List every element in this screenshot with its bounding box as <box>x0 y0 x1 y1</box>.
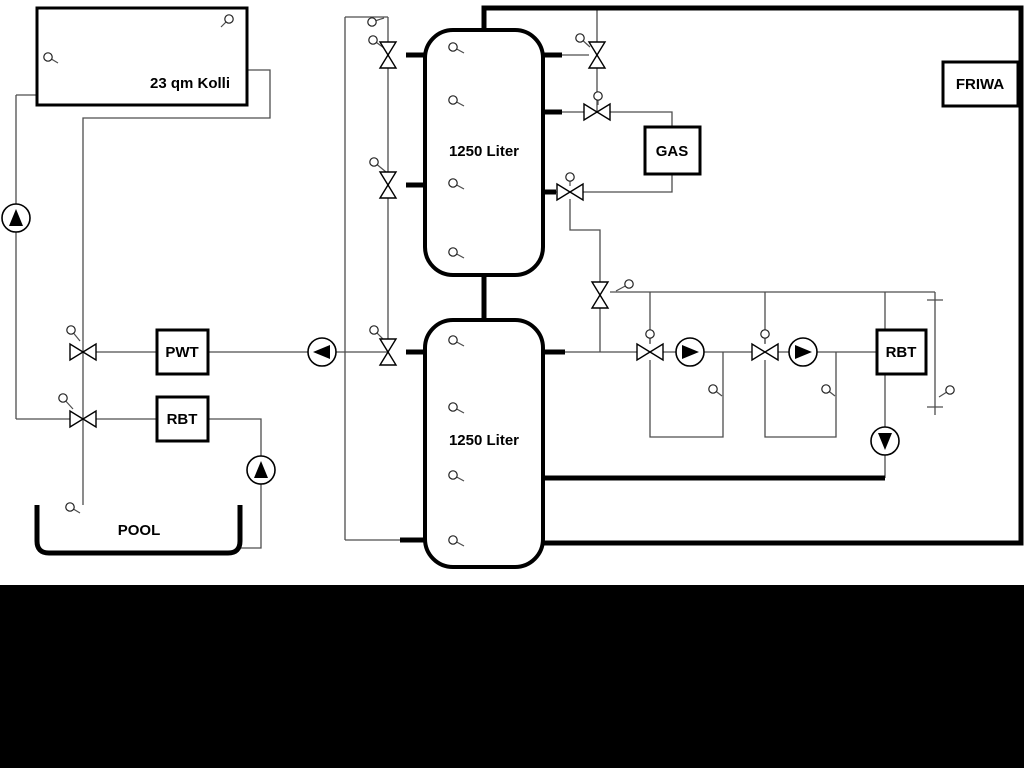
three-way-valve-icon <box>590 281 610 309</box>
sensor-icon <box>58 393 74 410</box>
sensor-icon <box>708 384 723 397</box>
three-way-valve-icon <box>69 409 97 429</box>
pump-icon <box>246 455 276 485</box>
sensor-icon <box>220 14 234 28</box>
black-band <box>0 585 1024 768</box>
sensor-icon <box>448 95 465 107</box>
sensor-icon <box>448 402 465 414</box>
tank1-label: 1250 Liter <box>449 143 519 160</box>
sensor-icon <box>369 157 387 173</box>
sensor-icon <box>448 247 465 259</box>
sensor-icon <box>760 329 770 343</box>
three-way-valve-icon <box>69 342 97 362</box>
friwa-label: FRIWA <box>956 76 1004 93</box>
rbt-right-box <box>875 328 928 376</box>
pump-icon <box>870 426 900 456</box>
sensor-icon <box>65 502 81 514</box>
sensor-icon <box>565 172 575 186</box>
collector-label: 23 qm Kolli <box>150 75 230 92</box>
tank2-label: 1250 Liter <box>449 432 519 449</box>
sensor-icon <box>448 470 465 482</box>
sensor-icon <box>593 91 603 105</box>
gas-box <box>643 125 702 176</box>
buffer-tank-1 <box>423 28 545 277</box>
sensor-icon <box>448 42 465 54</box>
pump-icon <box>1 203 31 233</box>
symbols-layer <box>1 14 955 547</box>
three-way-valve-icon <box>378 171 398 199</box>
pump-icon <box>788 337 818 367</box>
sensor-icon <box>938 385 955 398</box>
collector-box <box>35 6 249 107</box>
rbt-right-label: RBT <box>886 344 917 361</box>
three-way-valve-icon <box>378 338 398 366</box>
sensor-icon <box>615 279 634 292</box>
pool <box>34 505 243 556</box>
pipes-thick <box>400 5 1024 546</box>
three-way-valve-icon <box>587 41 607 69</box>
sensor-icon <box>448 535 465 547</box>
rbt-left-box <box>155 395 210 443</box>
pwt-label: PWT <box>165 344 198 361</box>
sensor-icon <box>575 33 591 48</box>
pwt-box <box>155 328 210 376</box>
sensor-icon <box>367 17 385 27</box>
pump-icon <box>675 337 705 367</box>
sensor-icon <box>448 335 465 347</box>
three-way-valve-icon <box>378 41 398 69</box>
sensor-icon <box>43 52 59 64</box>
sensor-icon <box>66 325 81 342</box>
gas-label: GAS <box>656 143 689 160</box>
three-way-valve-icon <box>583 102 611 122</box>
pool-label: POOL <box>118 522 161 539</box>
rbt-left-label: RBT <box>167 411 198 428</box>
three-way-valve-icon <box>556 182 584 202</box>
pump-icon <box>307 337 337 367</box>
sensor-icon <box>821 384 836 397</box>
friwa-box <box>941 60 1020 108</box>
sensor-icon <box>645 329 655 343</box>
sensor-icon <box>448 178 465 190</box>
three-way-valve-icon <box>636 342 664 362</box>
buffer-tank-2 <box>423 318 545 569</box>
three-way-valve-icon <box>751 342 779 362</box>
